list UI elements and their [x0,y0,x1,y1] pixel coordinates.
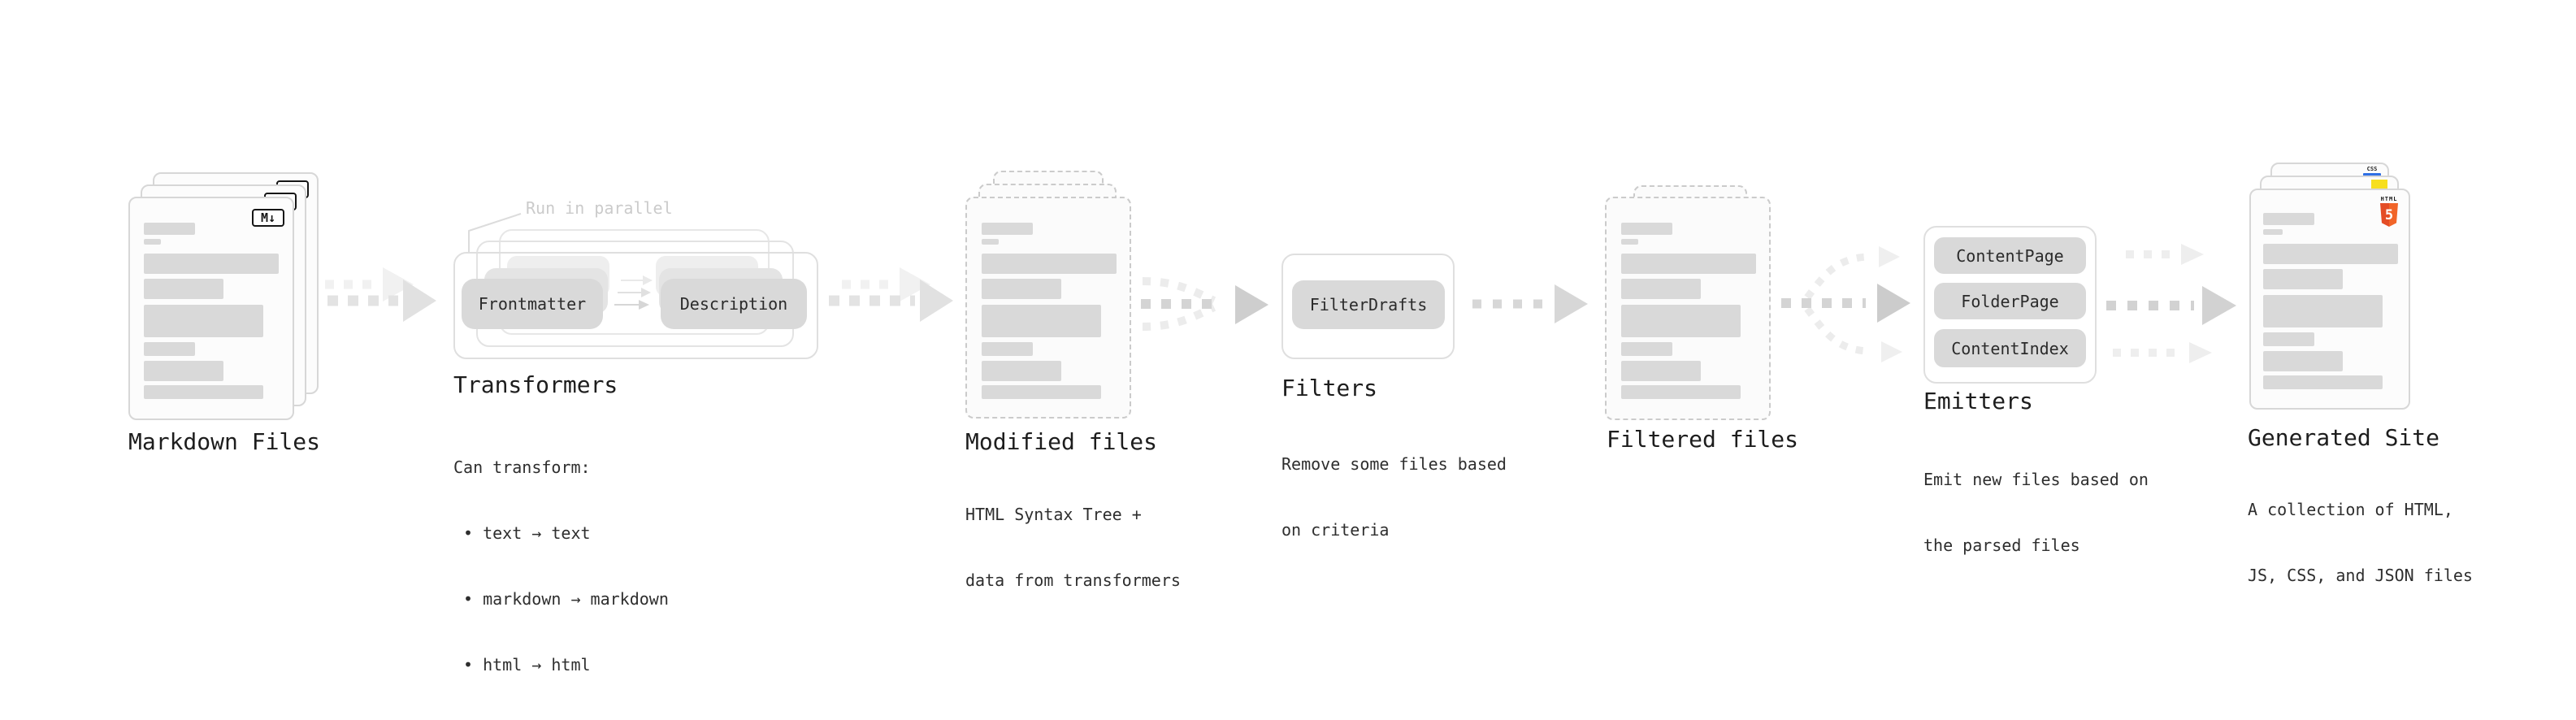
transform-bullet: • html → html [463,655,591,674]
modified-file-card-front [965,197,1131,419]
modified-files-description: HTML Syntax Tree + data from transformer… [965,460,1181,635]
emitters-desc-line: Emit new files based on [1923,470,2149,489]
run-in-parallel-note: Run in parallel [526,198,673,218]
generated-desc-line: JS, CSS, and JSON files [2248,566,2473,585]
doc-placeholder-lines [2263,213,2398,389]
generated-site-label: Generated Site [2248,424,2440,451]
filtered-file-card-front [1605,197,1771,420]
css3-icon: CSS [2363,167,2381,176]
modified-files-label: Modified files [965,428,1158,455]
emitters-description: Emit new files based on the parsed files [1923,425,2149,601]
markdown-file-card-front: M↓ [128,197,294,420]
transform-bullet: • markdown → markdown [463,589,669,609]
filters-desc-line: Remove some files based [1281,454,1507,474]
html5-shield: 5 [2380,203,2398,227]
transformers-label: Transformers [453,371,618,398]
transformer-layer-front [453,252,818,359]
filters-label: Filters [1281,375,1378,401]
emitters-label: Emitters [1923,388,2033,414]
transformers-desc-line: Can transform: [453,458,591,477]
html5-icon: HTML 5 [2379,196,2399,227]
css-badge-text: CSS [2366,166,2378,172]
transformers-description: Can transform: • text → text • markdown … [453,413,669,720]
doc-placeholder-lines [1621,223,1756,399]
html5-word: HTML [2380,196,2398,202]
arrow-transformers-to-modified [829,267,953,322]
arrow-modified-to-filters-merge [1141,277,1268,331]
folderpage-pill: FolderPage [1934,283,2086,319]
doc-placeholder-lines [982,223,1117,399]
filters-desc-line: on criteria [1281,520,1390,540]
arrow-markdown-to-transformers [307,267,436,322]
contentindex-pill: ContentIndex [1934,329,2086,367]
arrow-filtered-to-emitters-fork [1781,246,1910,362]
description-pill: Description [661,279,807,329]
filterdrafts-pill: FilterDrafts [1292,280,1445,329]
filtered-files-label: Filtered files [1607,426,1799,453]
markdown-files-label: Markdown Files [128,428,321,455]
arrow-filters-to-filtered [1472,284,1588,323]
modified-desc-line: data from transformers [965,570,1181,590]
emitters-desc-line: the parsed files [1923,536,2080,555]
doc-placeholder-lines [144,223,279,399]
arrows-emitters-to-generated [2106,244,2236,363]
modified-desc-line: HTML Syntax Tree + [965,505,1142,524]
frontmatter-pill: Frontmatter [462,279,603,329]
transform-bullet: • text → text [463,523,591,543]
markdown-icon: M↓ [252,209,284,227]
filters-description: Remove some files based on criteria [1281,410,1507,585]
javascript-icon [2371,180,2387,190]
contentpage-pill: ContentPage [1934,237,2086,274]
generated-desc-line: A collection of HTML, [2248,500,2453,519]
generated-site-description: A collection of HTML, JS, CSS, and JSON … [2248,455,2473,631]
generated-file-card-front: HTML 5 [2249,189,2410,410]
html5-number: 5 [2384,206,2394,223]
pipeline-diagram: M↓ M↓ M↓ Markdown Files Run in parallel [128,163,2473,674]
